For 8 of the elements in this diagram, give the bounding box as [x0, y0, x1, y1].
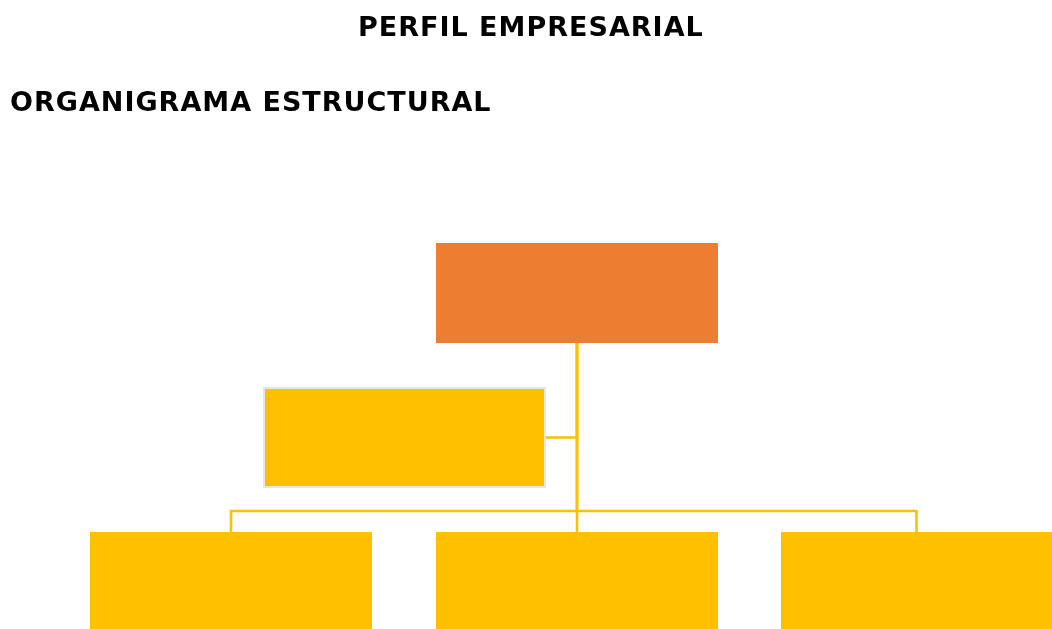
section-heading: ORGANIGRAMA ESTRUCTURAL [10, 85, 492, 119]
top-position-box [436, 243, 718, 343]
position-box [436, 532, 718, 629]
connector-line [575, 343, 918, 532]
page-title: PERFIL EMPRESARIAL [358, 10, 704, 44]
position-box [781, 532, 1052, 629]
position-box [90, 532, 372, 629]
position-box [263, 387, 546, 488]
